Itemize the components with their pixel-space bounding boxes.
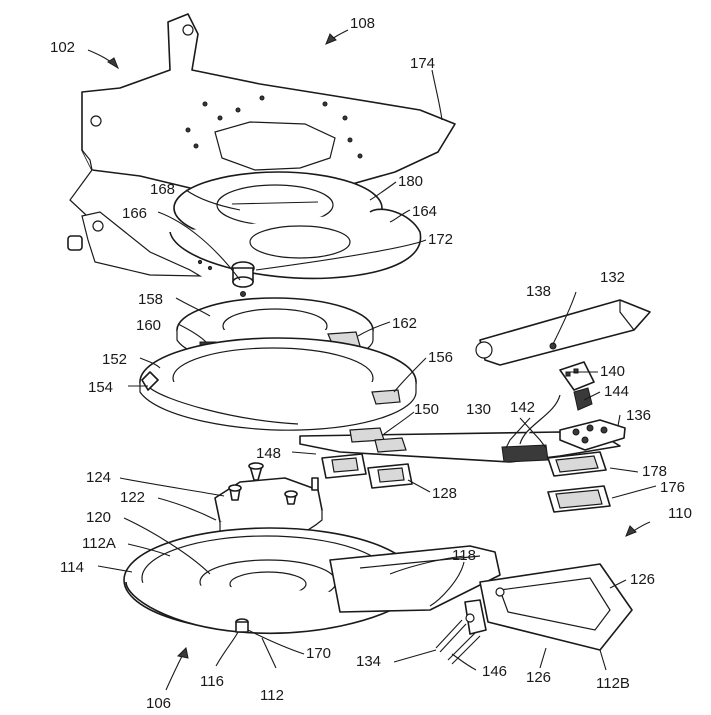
- label-166: 166: [122, 205, 147, 222]
- label-114: 114: [60, 559, 84, 576]
- label-168: 168: [150, 181, 175, 198]
- reference-labels: 102 108 174 168 180 166 164 172 138 132 …: [50, 15, 692, 712]
- label-178: 178: [642, 463, 667, 480]
- top-cover-plate: [69, 13, 456, 271]
- label-158: 158: [138, 291, 163, 308]
- label-152: 152: [102, 351, 127, 368]
- label-122: 122: [120, 489, 145, 506]
- leader-lines: [87, 29, 657, 691]
- module-136: [559, 419, 626, 451]
- label-148: 148: [256, 445, 281, 462]
- label-162: 162: [392, 315, 417, 332]
- label-112B: 112B: [596, 675, 630, 692]
- platter-152: [139, 337, 417, 431]
- label-102: 102: [50, 39, 75, 56]
- label-112A: 112A: [82, 535, 116, 552]
- arm-132: [475, 299, 651, 366]
- pins-134-146: [435, 619, 481, 665]
- label-136: 136: [626, 407, 651, 424]
- lower-bracket: [67, 211, 213, 277]
- label-142: 142: [510, 399, 535, 416]
- label-130: 130: [466, 401, 491, 418]
- label-106: 106: [146, 695, 171, 712]
- label-120: 120: [86, 509, 111, 526]
- label-156: 156: [428, 349, 453, 366]
- label-180: 180: [398, 173, 423, 190]
- rail-118: [329, 545, 501, 613]
- label-164: 164: [412, 203, 437, 220]
- label-132: 132: [600, 269, 625, 286]
- label-126-lower: 126: [526, 669, 551, 686]
- label-140: 140: [600, 363, 625, 380]
- pad-176: [547, 485, 611, 513]
- label-138: 138: [526, 283, 551, 300]
- label-108: 108: [350, 15, 375, 32]
- label-128: 128: [432, 485, 457, 502]
- label-176: 176: [660, 479, 685, 496]
- label-118: 118: [452, 547, 476, 564]
- sensor-128: [321, 453, 413, 489]
- label-146: 146: [482, 663, 507, 680]
- label-112: 112: [260, 687, 284, 704]
- label-160: 160: [136, 317, 161, 334]
- label-134: 134: [356, 653, 381, 670]
- label-124: 124: [86, 469, 111, 486]
- connector-140: [559, 361, 595, 411]
- bracket-126: [464, 563, 633, 651]
- label-154: 154: [88, 379, 113, 396]
- label-172: 172: [428, 231, 453, 248]
- pad-178: [547, 451, 607, 477]
- label-174: 174: [410, 55, 435, 72]
- label-126-upper: 126: [630, 571, 655, 588]
- label-116: 116: [200, 673, 224, 690]
- pin-172: [231, 261, 255, 297]
- label-110: 110: [668, 505, 692, 522]
- post-170: [235, 618, 249, 633]
- label-150: 150: [414, 401, 439, 418]
- label-144: 144: [604, 383, 629, 400]
- disc-164: [169, 208, 422, 280]
- label-170: 170: [306, 645, 331, 662]
